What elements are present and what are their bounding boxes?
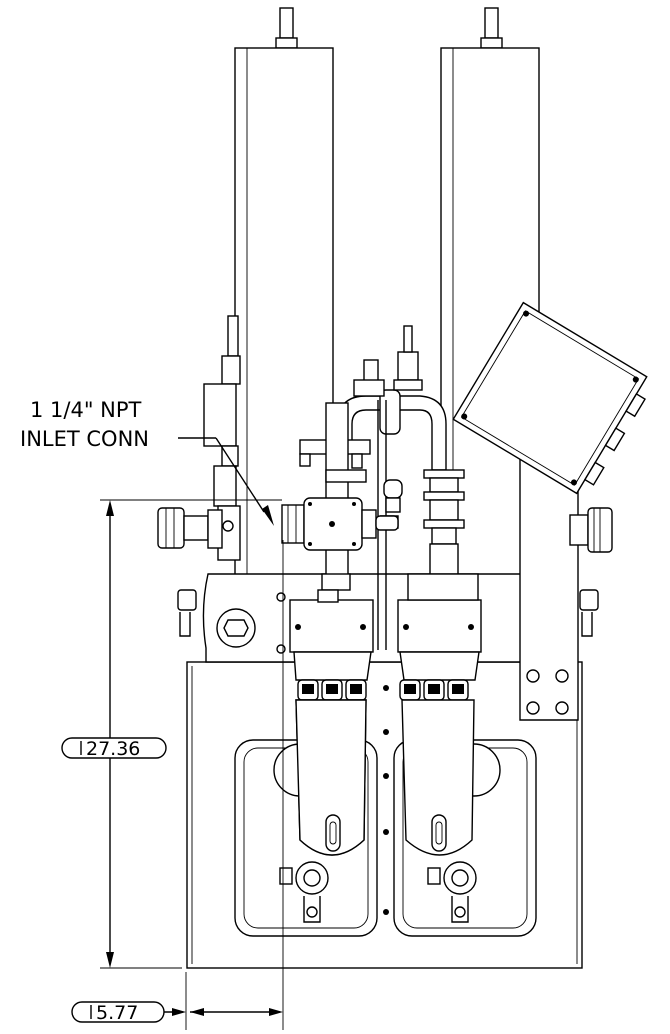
right-side-fitting: [579, 589, 599, 637]
left-side-fitting: [177, 589, 197, 637]
right-outlet-fitting: [569, 507, 613, 553]
mounting-bracket: [519, 449, 579, 721]
offset-dimension-value: 5.77: [96, 1002, 138, 1024]
height-dimension: [61, 499, 282, 969]
callout-label-line1: 1 1/4" NPT: [30, 398, 142, 422]
height-dimension-value: 27.36: [86, 738, 140, 760]
right-pump: [397, 599, 501, 923]
left-inlet-fitting: [157, 507, 223, 549]
left-cylinder: [234, 7, 334, 649]
offset-dimension: [71, 540, 284, 1030]
inlet-valve: [281, 497, 399, 551]
callout-label-line2: INLET CONN: [20, 427, 149, 451]
left-pump: [273, 599, 374, 923]
center-piping: [299, 325, 479, 650]
left-solenoid: [203, 315, 241, 561]
control-box: [452, 301, 648, 495]
